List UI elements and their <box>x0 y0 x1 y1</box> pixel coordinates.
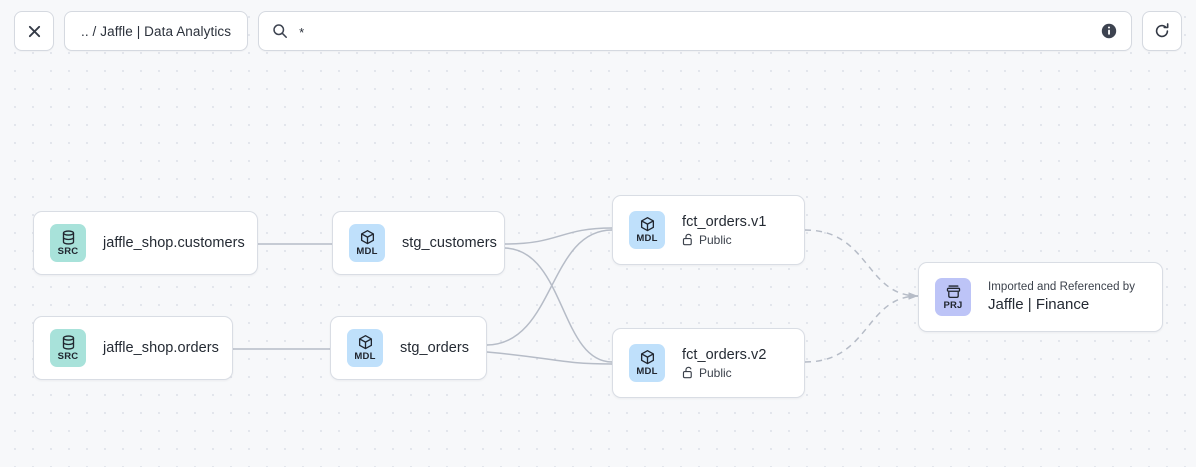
unlock-icon <box>682 366 694 379</box>
node-title: jaffle_shop.customers <box>103 235 245 251</box>
close-button[interactable] <box>14 11 54 51</box>
node-src-orders[interactable]: SRC jaffle_shop.orders <box>33 316 233 380</box>
node-access-label: Public <box>699 365 732 380</box>
cube-icon <box>358 335 372 350</box>
badge-src: SRC <box>50 329 86 367</box>
node-title: stg_customers <box>402 235 497 251</box>
badge-prj-label: PRJ <box>943 299 963 311</box>
node-body: fct_orders.v1 Public <box>682 214 766 247</box>
badge-mdl-label: MDL <box>636 366 658 378</box>
refresh-button[interactable] <box>1142 11 1182 51</box>
graph-canvas[interactable]: SRC jaffle_shop.customers SRC jaffle_sho… <box>0 62 1196 467</box>
cube-icon <box>640 350 654 365</box>
node-access: Public <box>682 233 766 247</box>
node-body: jaffle_shop.orders <box>103 340 219 356</box>
node-stg-customers[interactable]: MDL stg_customers <box>332 211 505 275</box>
node-body: Imported and Referenced by Jaffle | Fina… <box>988 281 1135 313</box>
node-body: stg_orders <box>400 340 469 356</box>
badge-prj: PRJ <box>935 278 971 316</box>
toolbar: .. / Jaffle | Data Analytics * <box>0 0 1196 62</box>
node-title: jaffle_shop.orders <box>103 340 219 356</box>
node-body: stg_customers <box>402 235 497 251</box>
close-icon <box>28 25 40 37</box>
node-fct-orders-v2[interactable]: MDL fct_orders.v2 Public <box>612 328 805 398</box>
edge-stg-customers-fct-v2 <box>504 247 613 363</box>
badge-mdl: MDL <box>629 211 665 249</box>
edge-stg-customers-fct-v1 <box>504 227 613 245</box>
node-stg-orders[interactable]: MDL stg_orders <box>330 316 487 380</box>
node-access-label: Public <box>699 232 732 247</box>
node-body: jaffle_shop.customers <box>103 235 245 251</box>
search-input-value[interactable]: * <box>299 24 305 40</box>
node-prj-finance[interactable]: PRJ Imported and Referenced by Jaffle | … <box>918 262 1163 332</box>
badge-src: SRC <box>50 224 86 262</box>
cube-icon <box>360 230 374 245</box>
badge-mdl: MDL <box>347 329 383 367</box>
node-title: stg_orders <box>400 340 470 356</box>
edge-fct-v1-prj-finance <box>804 229 919 300</box>
node-access: Public <box>682 366 766 380</box>
badge-mdl: MDL <box>629 344 665 382</box>
refresh-icon <box>1155 23 1169 38</box>
cube-icon <box>640 217 654 232</box>
unlock-icon <box>682 233 694 246</box>
search-icon <box>272 23 288 39</box>
badge-mdl-label: MDL <box>636 233 658 245</box>
node-title: Jaffle | Finance <box>988 296 1090 313</box>
badge-mdl-label: MDL <box>356 246 378 258</box>
info-icon[interactable] <box>1101 23 1117 39</box>
badge-mdl: MDL <box>349 224 385 262</box>
node-title: fct_orders.v1 <box>682 213 767 230</box>
node-title: fct_orders.v2 <box>682 346 767 363</box>
project-box-icon <box>946 285 960 298</box>
database-icon <box>62 230 74 245</box>
badge-src-label: SRC <box>57 351 79 363</box>
breadcrumb-button[interactable]: .. / Jaffle | Data Analytics <box>64 11 249 51</box>
edge-stg-orders-fct-v2 <box>486 351 613 365</box>
node-fct-orders-v1[interactable]: MDL fct_orders.v1 Public <box>612 195 805 265</box>
node-src-customers[interactable]: SRC jaffle_shop.customers <box>33 211 258 275</box>
node-body: fct_orders.v2 Public <box>682 347 766 380</box>
search-field[interactable]: * <box>258 11 1132 51</box>
edge-fct-v2-prj-finance <box>804 292 919 363</box>
edge-stg-orders-fct-v1 <box>486 229 613 346</box>
database-icon <box>62 335 74 350</box>
breadcrumb-label: .. / Jaffle | Data Analytics <box>81 23 232 39</box>
badge-mdl-label: MDL <box>354 351 376 363</box>
node-caption: Imported and Referenced by <box>988 281 1136 293</box>
badge-src-label: SRC <box>57 246 79 258</box>
